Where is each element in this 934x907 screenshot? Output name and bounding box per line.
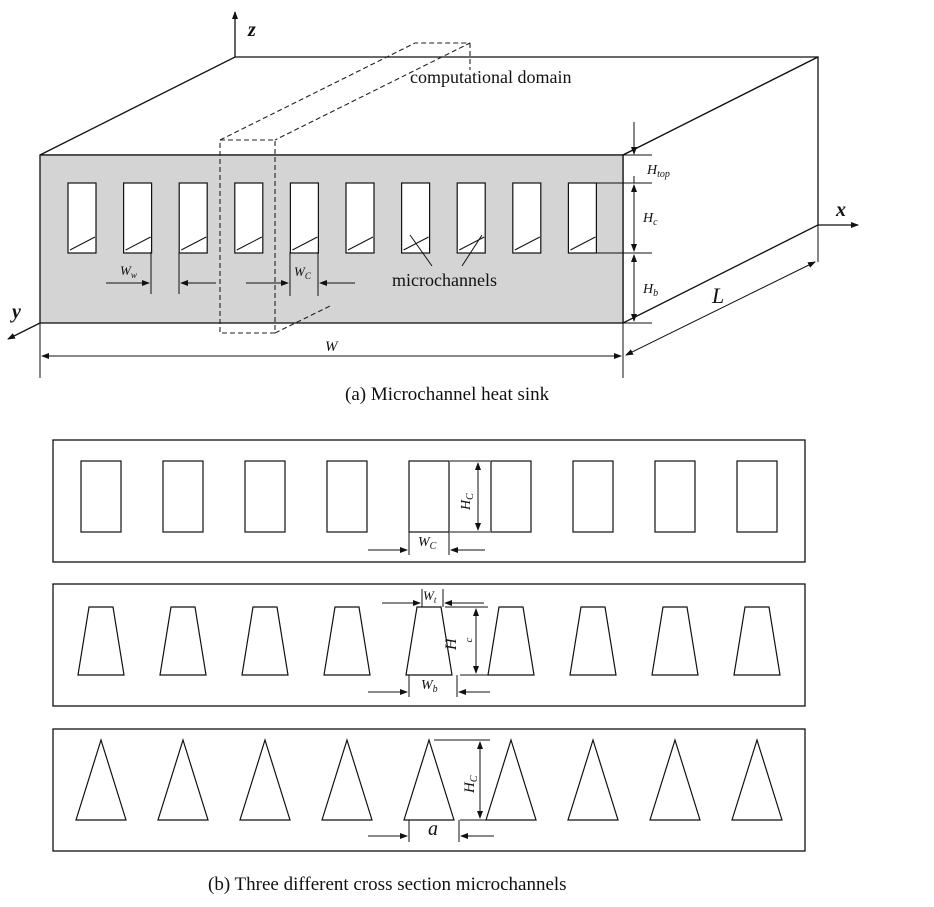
triangle-channel bbox=[75, 737, 127, 821]
front-channel bbox=[401, 182, 431, 254]
channel-depth-edge bbox=[458, 236, 485, 251]
channel-depth-edge bbox=[69, 236, 96, 251]
triangular-cross-section bbox=[52, 728, 806, 852]
dimension-Wc-front-label: WC bbox=[294, 264, 312, 281]
trapezoidal-cross-section bbox=[52, 583, 806, 707]
triangle-channel bbox=[649, 737, 701, 821]
rect-channel bbox=[244, 460, 286, 533]
triangle-channel bbox=[485, 737, 537, 821]
rect-channel bbox=[408, 460, 450, 533]
rectangular-cross-section bbox=[52, 439, 806, 563]
front-channel bbox=[456, 182, 486, 254]
dimension-W-label: W bbox=[325, 339, 339, 355]
trapezoid-channel bbox=[405, 606, 453, 676]
rect-Wc-label: WC bbox=[418, 535, 437, 552]
trapezoid-channel bbox=[241, 606, 289, 676]
dimension-Htop-label: Htop bbox=[646, 163, 670, 180]
dimension-Wc-front bbox=[246, 252, 355, 296]
front-channel bbox=[178, 182, 208, 254]
rect-channel bbox=[162, 460, 204, 533]
trapezoid-channel bbox=[323, 606, 371, 676]
microchannels-label: microchannels bbox=[392, 270, 497, 290]
channel-depth-edge bbox=[180, 236, 207, 251]
dimension-Hc-label: Hc bbox=[642, 211, 658, 228]
tri-Hc-label: HC bbox=[462, 775, 480, 794]
front-channel bbox=[67, 182, 97, 254]
front-channel bbox=[512, 182, 542, 254]
tri-a-label: a bbox=[428, 818, 438, 840]
channel-depth-edge bbox=[347, 236, 374, 251]
rect-channel bbox=[490, 460, 532, 533]
rect-channel bbox=[736, 460, 778, 533]
computational-domain-box bbox=[219, 42, 471, 334]
channel-depth-edge bbox=[514, 236, 541, 251]
rect-channel bbox=[326, 460, 368, 533]
front-channel bbox=[289, 182, 319, 254]
trapezoid-channel bbox=[487, 606, 535, 676]
triangle-channel bbox=[321, 737, 373, 821]
dimension-L bbox=[622, 225, 819, 358]
triangle-channel bbox=[731, 737, 783, 821]
trapezoid-channels bbox=[77, 606, 781, 676]
triangle-channel bbox=[239, 737, 291, 821]
rect-channel bbox=[572, 460, 614, 533]
trap-Wt-label: Wt bbox=[423, 588, 437, 605]
axes bbox=[7, 11, 859, 340]
trapezoid-channel bbox=[569, 606, 617, 676]
dimension-L-label: L bbox=[711, 283, 724, 308]
microchannels-leaders bbox=[409, 234, 483, 267]
channel-depth-edge bbox=[570, 236, 596, 251]
rect-channel bbox=[80, 460, 122, 533]
trapezoid-channel bbox=[651, 606, 699, 676]
trapezoid-channel bbox=[159, 606, 207, 676]
triangle-channel bbox=[157, 737, 209, 821]
dimension-Hb-label: Hb bbox=[642, 282, 658, 299]
axis-z-label: z bbox=[247, 19, 256, 41]
axis-y-label: y bbox=[10, 301, 21, 323]
front-channels bbox=[67, 182, 598, 254]
caption-b: (b) Three different cross section microc… bbox=[208, 874, 567, 895]
dimension-Ww bbox=[106, 252, 216, 294]
triangle-channels bbox=[75, 737, 783, 821]
front-channel bbox=[234, 182, 264, 254]
trapezoid-channel bbox=[77, 606, 125, 676]
dimension-Ww-label: Ww bbox=[120, 263, 137, 280]
rect-channel bbox=[654, 460, 696, 533]
channel-depth-edge bbox=[236, 236, 263, 251]
trapezoid-channel bbox=[733, 606, 781, 676]
computational-domain-label: computational domain bbox=[410, 67, 571, 87]
dimension-heights bbox=[596, 122, 652, 324]
heat-sink-3d-view bbox=[39, 55, 819, 325]
channel-depth-edge bbox=[292, 236, 318, 251]
channel-depth-edge bbox=[125, 236, 151, 251]
triangle-channel bbox=[567, 737, 619, 821]
front-channel bbox=[122, 182, 153, 254]
front-channel bbox=[345, 182, 375, 254]
front-channel bbox=[567, 182, 598, 254]
rect-Hc-label: HC bbox=[459, 493, 476, 511]
trap-Wb-label: Wb bbox=[421, 678, 438, 695]
caption-a: (a) Microchannel heat sink bbox=[345, 384, 550, 405]
axis-x-label: x bbox=[835, 199, 846, 221]
rect-channels bbox=[80, 460, 778, 533]
triangle-channel bbox=[403, 737, 455, 821]
